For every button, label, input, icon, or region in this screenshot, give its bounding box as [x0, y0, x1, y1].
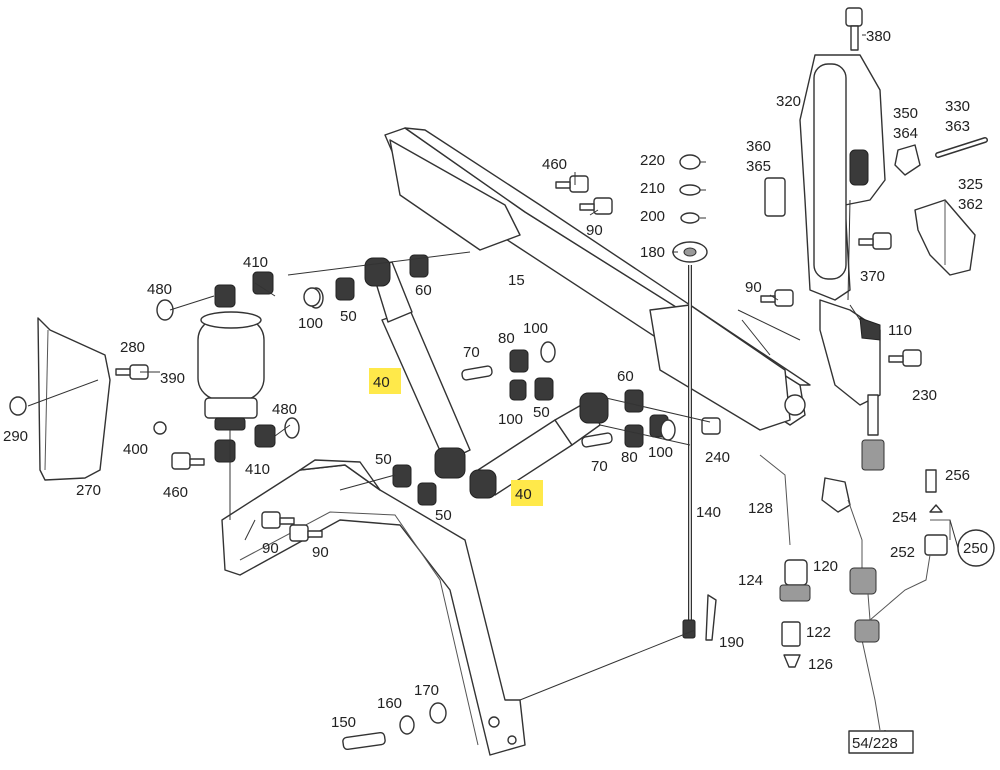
- label-270: 270: [76, 482, 101, 499]
- bolt-380: [845, 7, 863, 51]
- label-122: 122: [806, 624, 831, 641]
- label-240: 240: [705, 449, 730, 466]
- highlight-40-lower: [511, 480, 543, 506]
- gas-strut-upper: [364, 257, 471, 479]
- label-410: 410: [245, 461, 270, 478]
- label-60: 60: [415, 282, 432, 299]
- pins-70: [461, 365, 613, 448]
- pin-330: [935, 137, 988, 158]
- label-90: 90: [745, 279, 762, 296]
- label-15: 15: [508, 272, 525, 289]
- label-370: 370: [860, 268, 885, 285]
- label-110: 110: [888, 322, 912, 339]
- label-160: 160: [377, 695, 402, 712]
- part-labels: 380 320 350 364 330 363 360 365 325 362 …: [3, 28, 988, 752]
- label-80: 80: [621, 449, 638, 466]
- label-170: 170: [414, 682, 439, 699]
- callout-circle-250: [957, 529, 995, 567]
- latch-110: [819, 299, 885, 471]
- label-364: 364: [893, 125, 918, 142]
- label-320: 320: [776, 93, 801, 110]
- label-380: 380: [866, 28, 891, 45]
- callout-box-54-228: [848, 730, 914, 754]
- label-150: 150: [331, 714, 356, 731]
- label-40: 40: [515, 486, 532, 503]
- label-100: 100: [523, 320, 548, 337]
- label-180: 180: [640, 244, 665, 261]
- gas-strut-lower: [469, 392, 609, 499]
- label-140: 140: [696, 504, 721, 521]
- label-363: 363: [945, 118, 970, 135]
- label-70: 70: [463, 344, 480, 361]
- label-210: 210: [640, 180, 665, 197]
- air-spring-390: [197, 311, 265, 431]
- label-50: 50: [375, 451, 392, 468]
- label-124: 124: [738, 572, 763, 589]
- label-50: 50: [340, 308, 357, 325]
- wiring: [705, 454, 951, 731]
- highlight-40-upper: [369, 368, 401, 394]
- label-220: 220: [640, 152, 665, 169]
- cover-270: [37, 317, 111, 481]
- label-90: 90: [312, 544, 329, 561]
- label-365: 365: [746, 158, 771, 175]
- label-410: 410: [243, 254, 268, 271]
- label-200: 200: [640, 208, 665, 225]
- lower-frame: [221, 459, 526, 756]
- label-390: 390: [160, 370, 185, 387]
- label-480: 480: [147, 281, 172, 298]
- clip-360: [764, 177, 786, 217]
- label-280: 280: [120, 339, 145, 356]
- label-120: 120: [813, 558, 838, 575]
- label-252: 252: [890, 544, 915, 561]
- label-126: 126: [808, 656, 833, 673]
- label-128: 128: [748, 500, 773, 517]
- leader-lines: [27, 34, 959, 737]
- label-290: 290: [3, 428, 28, 445]
- label-70: 70: [591, 458, 608, 475]
- label-60: 60: [617, 368, 634, 385]
- label-460: 460: [542, 156, 567, 173]
- label-360: 360: [746, 138, 771, 155]
- label-100: 100: [498, 411, 523, 428]
- label-90: 90: [586, 222, 603, 239]
- label-90: 90: [262, 540, 279, 557]
- label-350: 350: [893, 105, 918, 122]
- label-50: 50: [435, 507, 452, 524]
- label-362: 362: [958, 196, 983, 213]
- label-54-228: 54/228: [852, 735, 898, 752]
- label-80: 80: [498, 330, 515, 347]
- bracket-325: [914, 199, 976, 276]
- label-250: 250: [963, 540, 988, 557]
- pin-150-group: [342, 702, 447, 751]
- label-400: 400: [123, 441, 148, 458]
- stop-350: [894, 144, 921, 176]
- label-256: 256: [945, 467, 970, 484]
- label-100: 100: [648, 444, 673, 461]
- upper-arm-15: [384, 127, 811, 431]
- bracket-320: [799, 54, 886, 301]
- label-230: 230: [912, 387, 937, 404]
- label-190: 190: [719, 634, 744, 651]
- label-480: 480: [272, 401, 297, 418]
- label-100: 100: [298, 315, 323, 332]
- label-460: 460: [163, 484, 188, 501]
- label-40: 40: [373, 374, 390, 391]
- bushings: [156, 254, 676, 506]
- label-254: 254: [892, 509, 917, 526]
- washer-stack: [672, 154, 708, 263]
- label-50: 50: [533, 404, 550, 421]
- label-330: 330: [945, 98, 970, 115]
- label-325: 325: [958, 176, 983, 193]
